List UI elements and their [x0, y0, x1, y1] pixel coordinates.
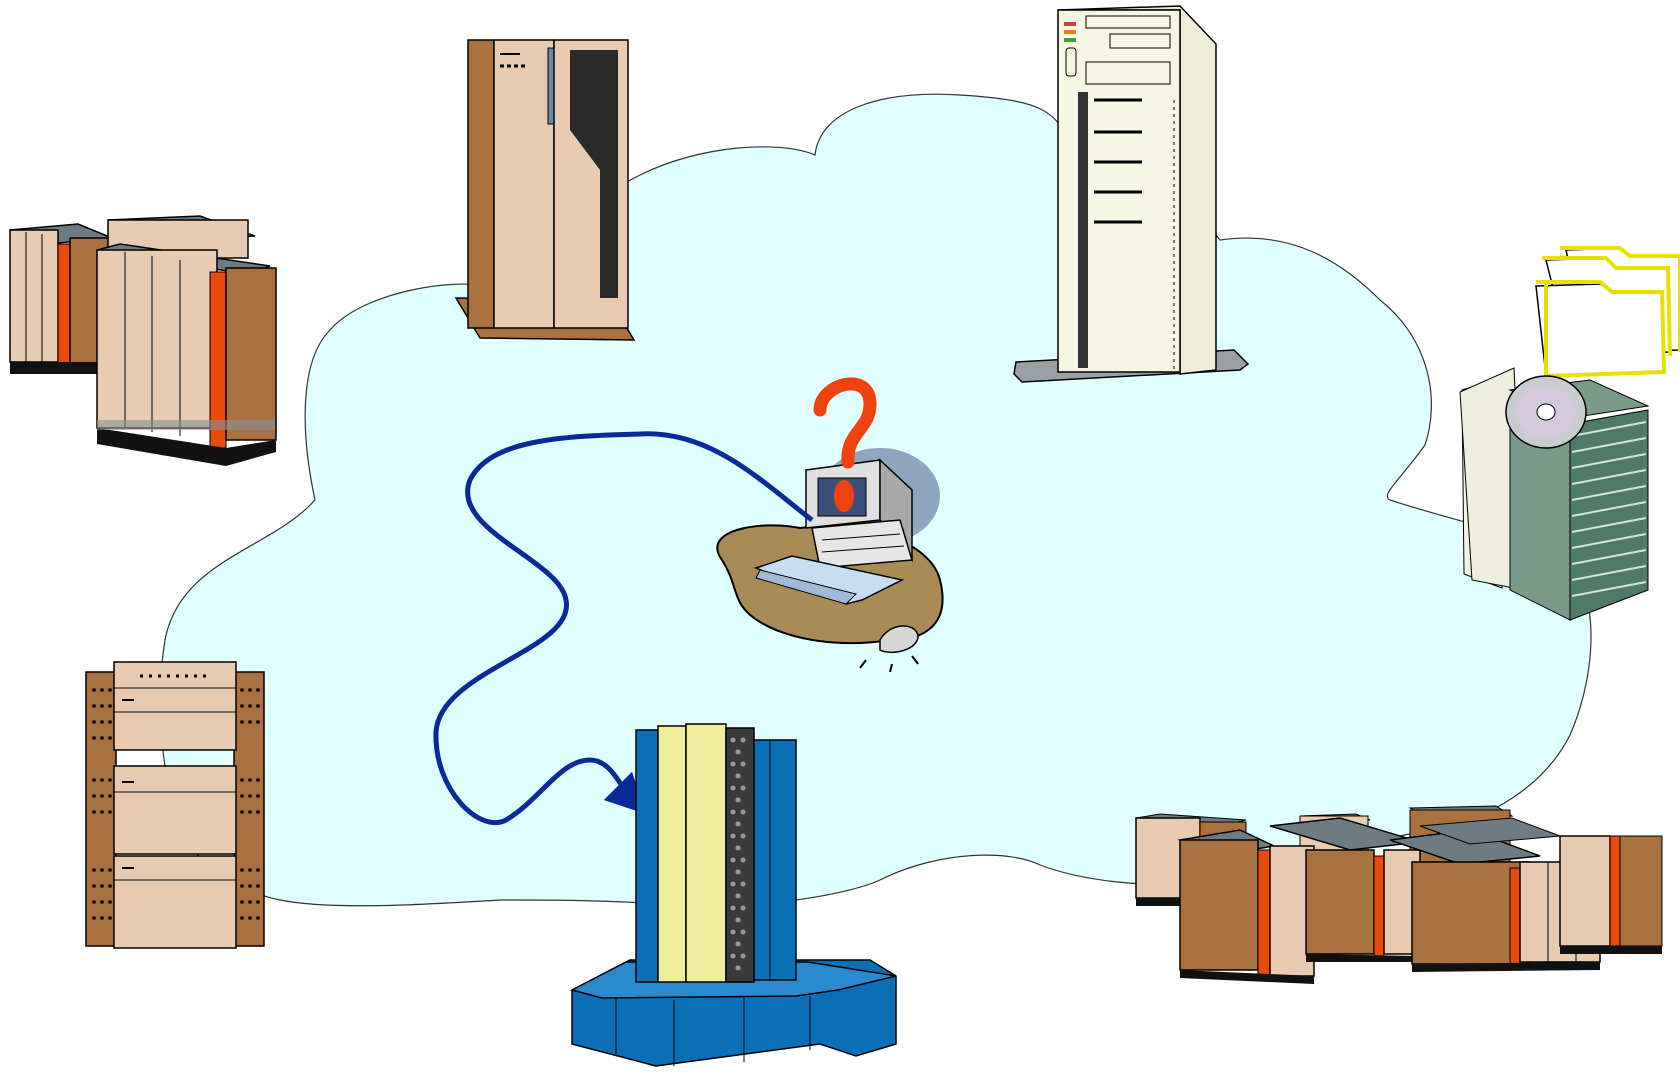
mainframe-cabinet-icon [456, 40, 634, 340]
server-rack-cluster-icon [10, 216, 276, 466]
stacked-servers-icon [86, 662, 264, 948]
cd-stack-folders-icon [1460, 248, 1680, 620]
